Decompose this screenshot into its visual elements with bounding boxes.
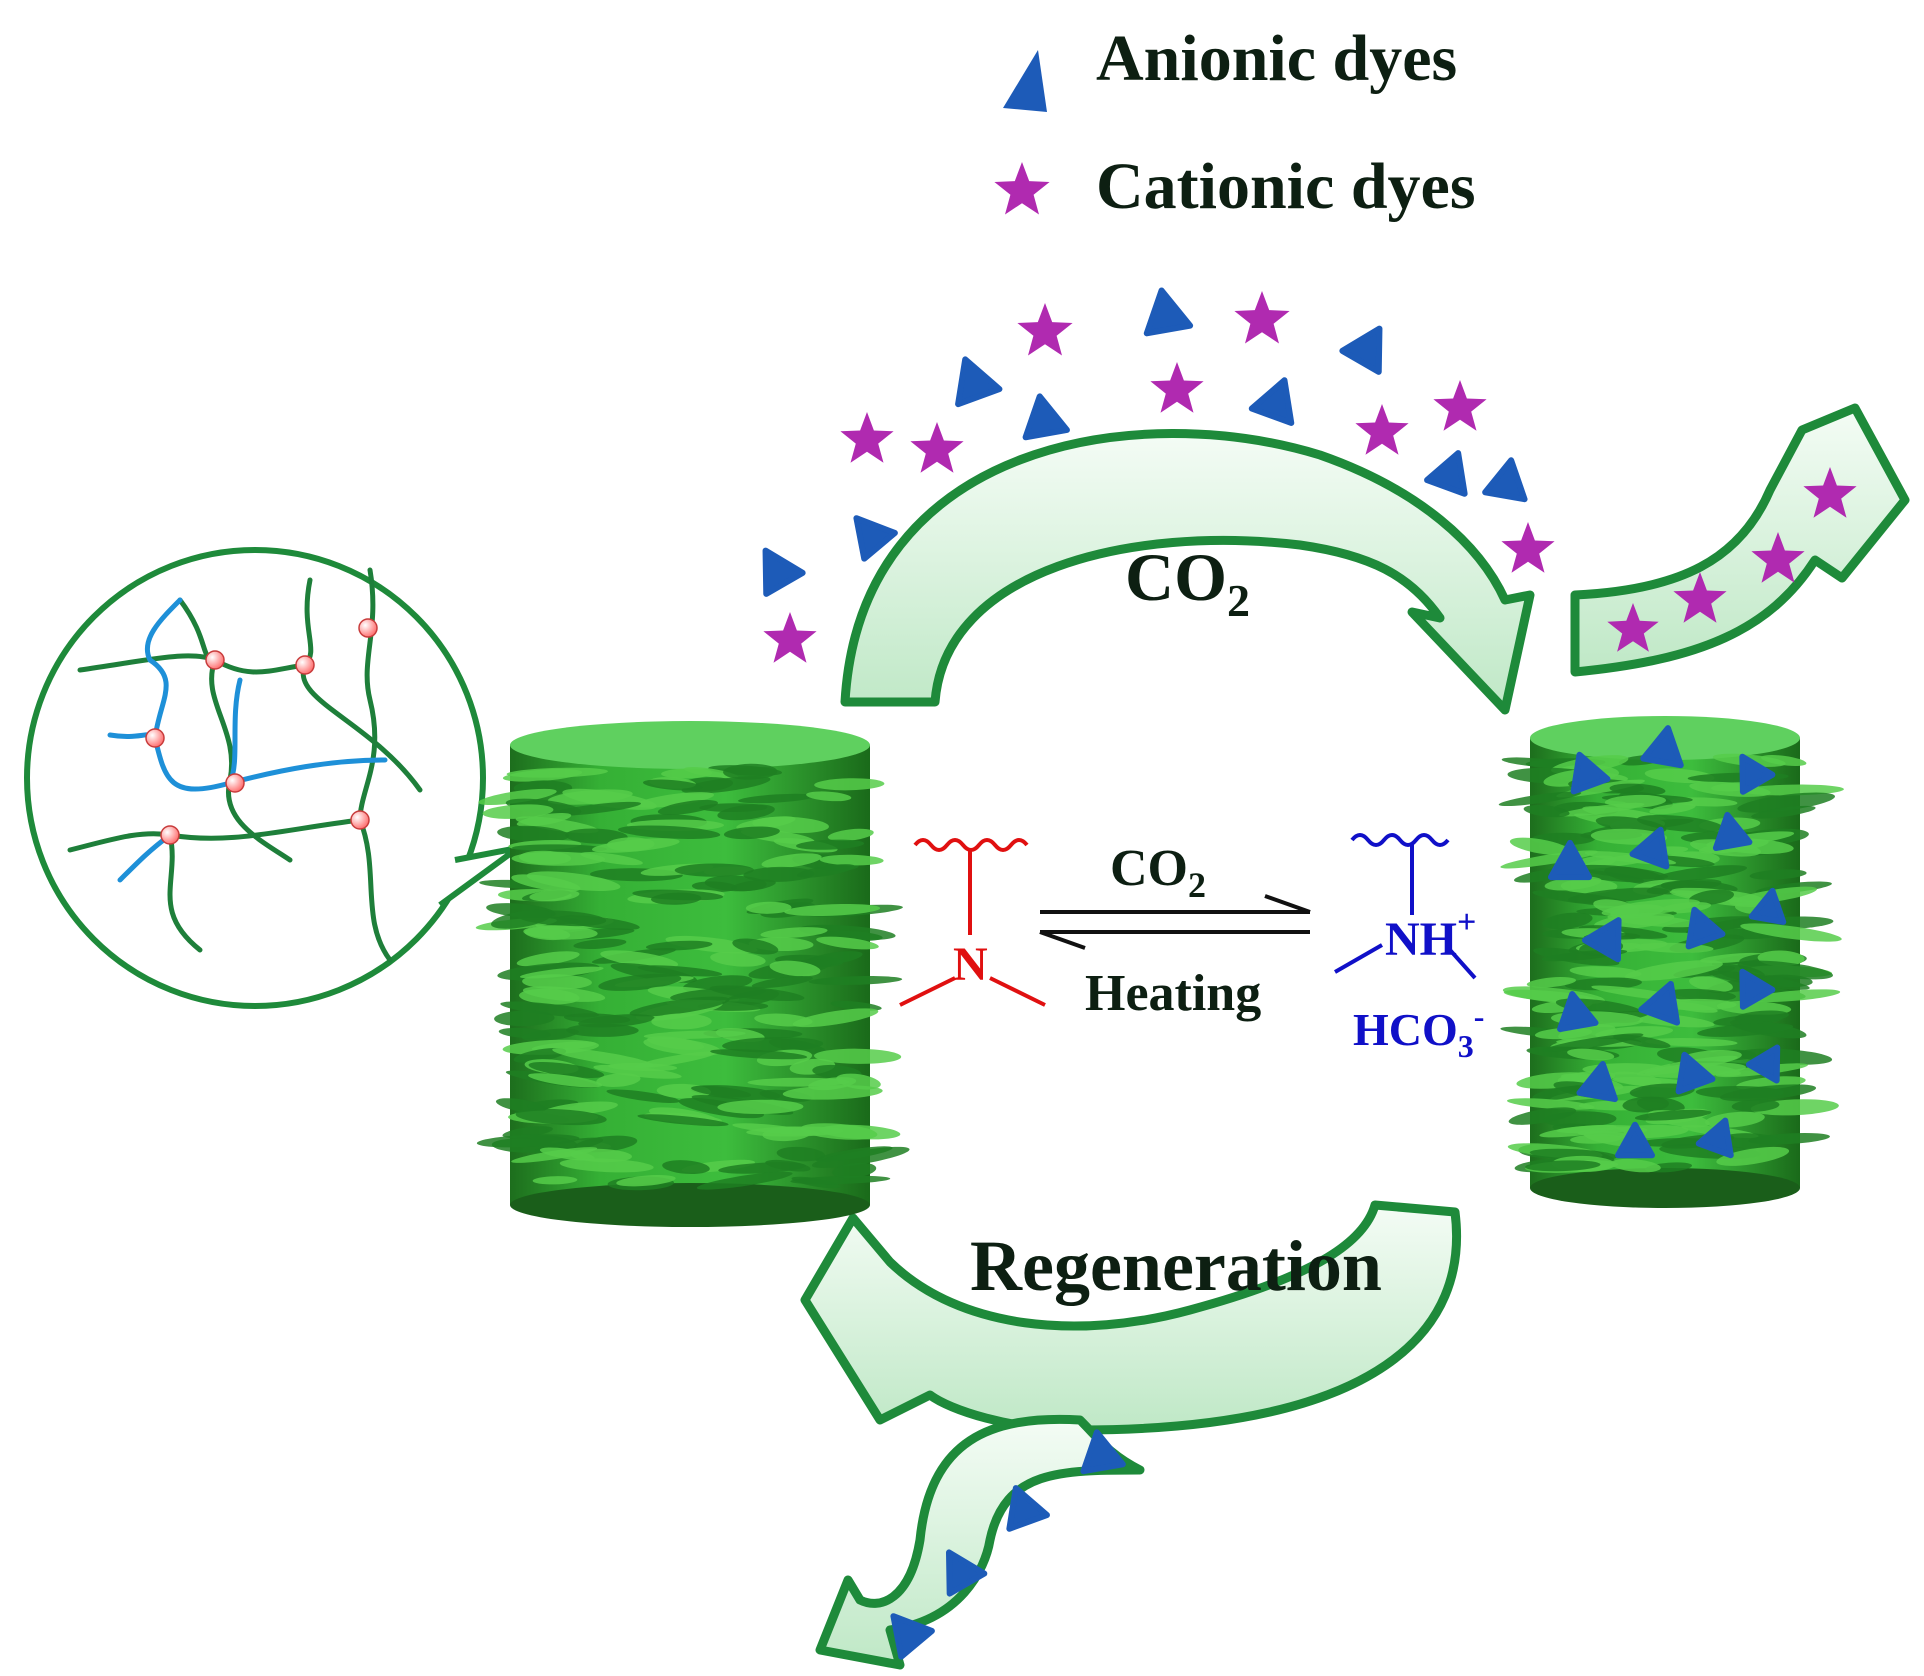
anionic-dye-triangle — [1482, 457, 1528, 503]
amine-reaction-scheme: N CO2 Heating NH+ HCO3- — [899, 833, 1484, 1064]
released-cationic-dyes — [1607, 467, 1857, 652]
anionic-dye-triangle — [1006, 1485, 1050, 1532]
free-dyes — [762, 287, 1555, 663]
adsorbed-anionic-dye — [1557, 991, 1599, 1033]
adsorbed-anionic-dye — [1638, 980, 1681, 1026]
regeneration-arrow: Regeneration — [800, 1200, 1462, 1670]
adsorbed-anionic-dyes — [1548, 725, 1787, 1159]
legend: Anionic dyes Cationic dyes — [994, 22, 1476, 223]
anionic-dye-triangle — [1022, 393, 1070, 441]
anionic-dye-triangle — [946, 1549, 988, 1597]
reverse-heating-label: Heating — [1085, 965, 1261, 1022]
anionic-dye-triangle — [853, 515, 898, 562]
amine-n-label: N — [953, 938, 988, 991]
cationic-dye-star — [1234, 291, 1290, 344]
cationic-dye-star — [1501, 522, 1555, 573]
adsorbed-anionic-dye — [1570, 751, 1611, 795]
equilibrium-arrows — [1039, 894, 1311, 950]
cationic-dye-star — [1607, 603, 1659, 652]
cationic-dye-star — [840, 412, 894, 463]
adsorbed-anionic-dye — [1640, 725, 1684, 769]
polymer-network-inset — [24, 547, 521, 1009]
cationic-dye-star — [1355, 404, 1409, 455]
adsorbed-anionic-dye — [1615, 1121, 1655, 1159]
co2-adsorption-arrow: CO2 — [840, 429, 1535, 715]
adsorbed-anionic-dye — [1576, 1061, 1618, 1103]
anionic-dye-triangle — [1424, 450, 1468, 497]
polymer-backbone-wavy-right — [1350, 833, 1450, 847]
adsorbed-anionic-dye — [1748, 887, 1787, 925]
anionic-dye-triangle — [1143, 287, 1194, 337]
anionic-dye-legend-icon — [1003, 50, 1047, 112]
bicarbonate-label: HCO3- — [1353, 998, 1484, 1064]
legend-cationic-label: Cationic dyes — [1096, 150, 1476, 223]
adsorbed-anionic-dye — [1739, 968, 1776, 1010]
cationic-dye-star — [763, 612, 817, 663]
anionic-dye-triangle — [890, 1613, 935, 1660]
cationic-dye-legend-star — [994, 162, 1050, 215]
aerogel-before — [475, 721, 910, 1227]
adsorbed-anionic-dye — [1712, 811, 1753, 852]
adsorbed-anionic-dye — [1581, 917, 1622, 963]
adsorbed-anionic-dye — [1629, 826, 1670, 870]
released-anionic-dyes — [890, 1429, 1126, 1660]
adsorbed-anionic-dye — [1695, 1117, 1734, 1159]
cationic-dye-star — [1150, 362, 1204, 413]
cationic-dye-star — [1751, 532, 1805, 583]
regeneration-label: Regeneration — [970, 1226, 1382, 1306]
adsorbed-anionic-dye — [1739, 753, 1776, 795]
aerogel-after — [1498, 716, 1844, 1208]
cationic-dye-release-arrow — [1570, 403, 1910, 677]
co2-adsorption-label: CO2 — [1125, 539, 1250, 626]
anionic-dye-triangle — [1339, 325, 1383, 375]
cationic-dye-star — [1433, 380, 1487, 431]
anionic-dye-triangle — [1248, 377, 1295, 426]
anionic-dye-triangle — [955, 356, 1003, 408]
anionic-dye-triangle — [1080, 1429, 1126, 1475]
forward-co2-label: CO2 — [1110, 840, 1206, 905]
anionic-dye-triangle — [762, 547, 806, 597]
cationic-dye-legend-icon — [994, 162, 1050, 215]
protonated-amine-label: NH+ — [1385, 904, 1476, 966]
cationic-dye-star — [910, 422, 964, 473]
adsorbed-anionic-dye — [1685, 906, 1726, 950]
cationic-dye-star — [1017, 303, 1073, 356]
adsorbed-anionic-dye — [1745, 1044, 1781, 1084]
cationic-dye-star — [1803, 467, 1857, 518]
adsorbed-anionic-dye — [1548, 839, 1592, 881]
legend-anionic-label: Anionic dyes — [1096, 22, 1457, 95]
cationic-dye-star — [1673, 572, 1727, 623]
adsorbed-anionic-dye — [1675, 1051, 1716, 1095]
